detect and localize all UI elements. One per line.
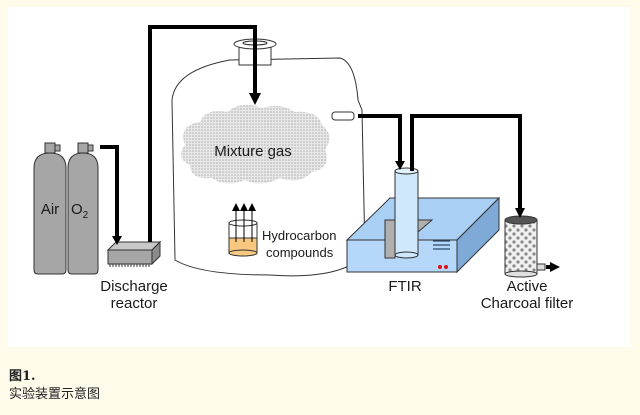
filter-label-line1: Active	[507, 278, 548, 295]
arrow-into-chamber-icon	[249, 93, 261, 105]
pipe-ftir-to-filter	[410, 114, 522, 210]
ftir-vent-icon	[433, 240, 450, 250]
mixture-gas-cloud: Mixture gas	[181, 104, 330, 184]
figure-number: 图1.	[9, 369, 36, 384]
mixture-gas-label: Mixture gas	[214, 143, 292, 160]
ftir-gas-cell	[394, 167, 419, 259]
charcoal-filter	[504, 215, 546, 278]
ftir-label: FTIR	[388, 278, 421, 295]
hydrocarbon-beaker	[228, 203, 258, 257]
hydrocarbon-label-line1: Hydrocarbon	[262, 228, 336, 243]
pipe-o2-to-reactor	[100, 145, 119, 238]
discharge-reactor-label-line1: Discharge	[100, 278, 168, 295]
chamber-side-port	[331, 111, 355, 121]
discharge-reactor	[106, 240, 162, 267]
hydrocarbon-label-line2: compounds	[266, 245, 334, 260]
discharge-reactor-label-line2: reactor	[111, 295, 158, 312]
vapor-arrows-icon	[232, 203, 256, 242]
air-cylinder: Air	[33, 142, 67, 275]
pipe-chamber-to-ftir	[358, 114, 402, 163]
arrow-into-ftir-icon	[395, 161, 405, 170]
ftir-instrument	[345, 167, 501, 274]
air-label: Air	[41, 201, 59, 218]
pipe-reactor-to-chamber	[148, 25, 257, 242]
gas-flow-pipes	[100, 25, 551, 269]
o2-label: O2	[71, 201, 89, 221]
figure-caption: 图1. 实验装置示意图	[9, 368, 100, 404]
filter-label-line2: Charcoal filter	[481, 295, 574, 312]
figure-description: 实验装置示意图	[9, 387, 101, 402]
arrow-filter-outlet-icon	[550, 262, 560, 272]
arrow-into-reactor-icon	[112, 236, 122, 245]
ftir-indicator-leds-icon	[438, 265, 448, 269]
o2-cylinder: O2	[67, 142, 99, 275]
arrow-into-filter-icon	[515, 208, 525, 218]
